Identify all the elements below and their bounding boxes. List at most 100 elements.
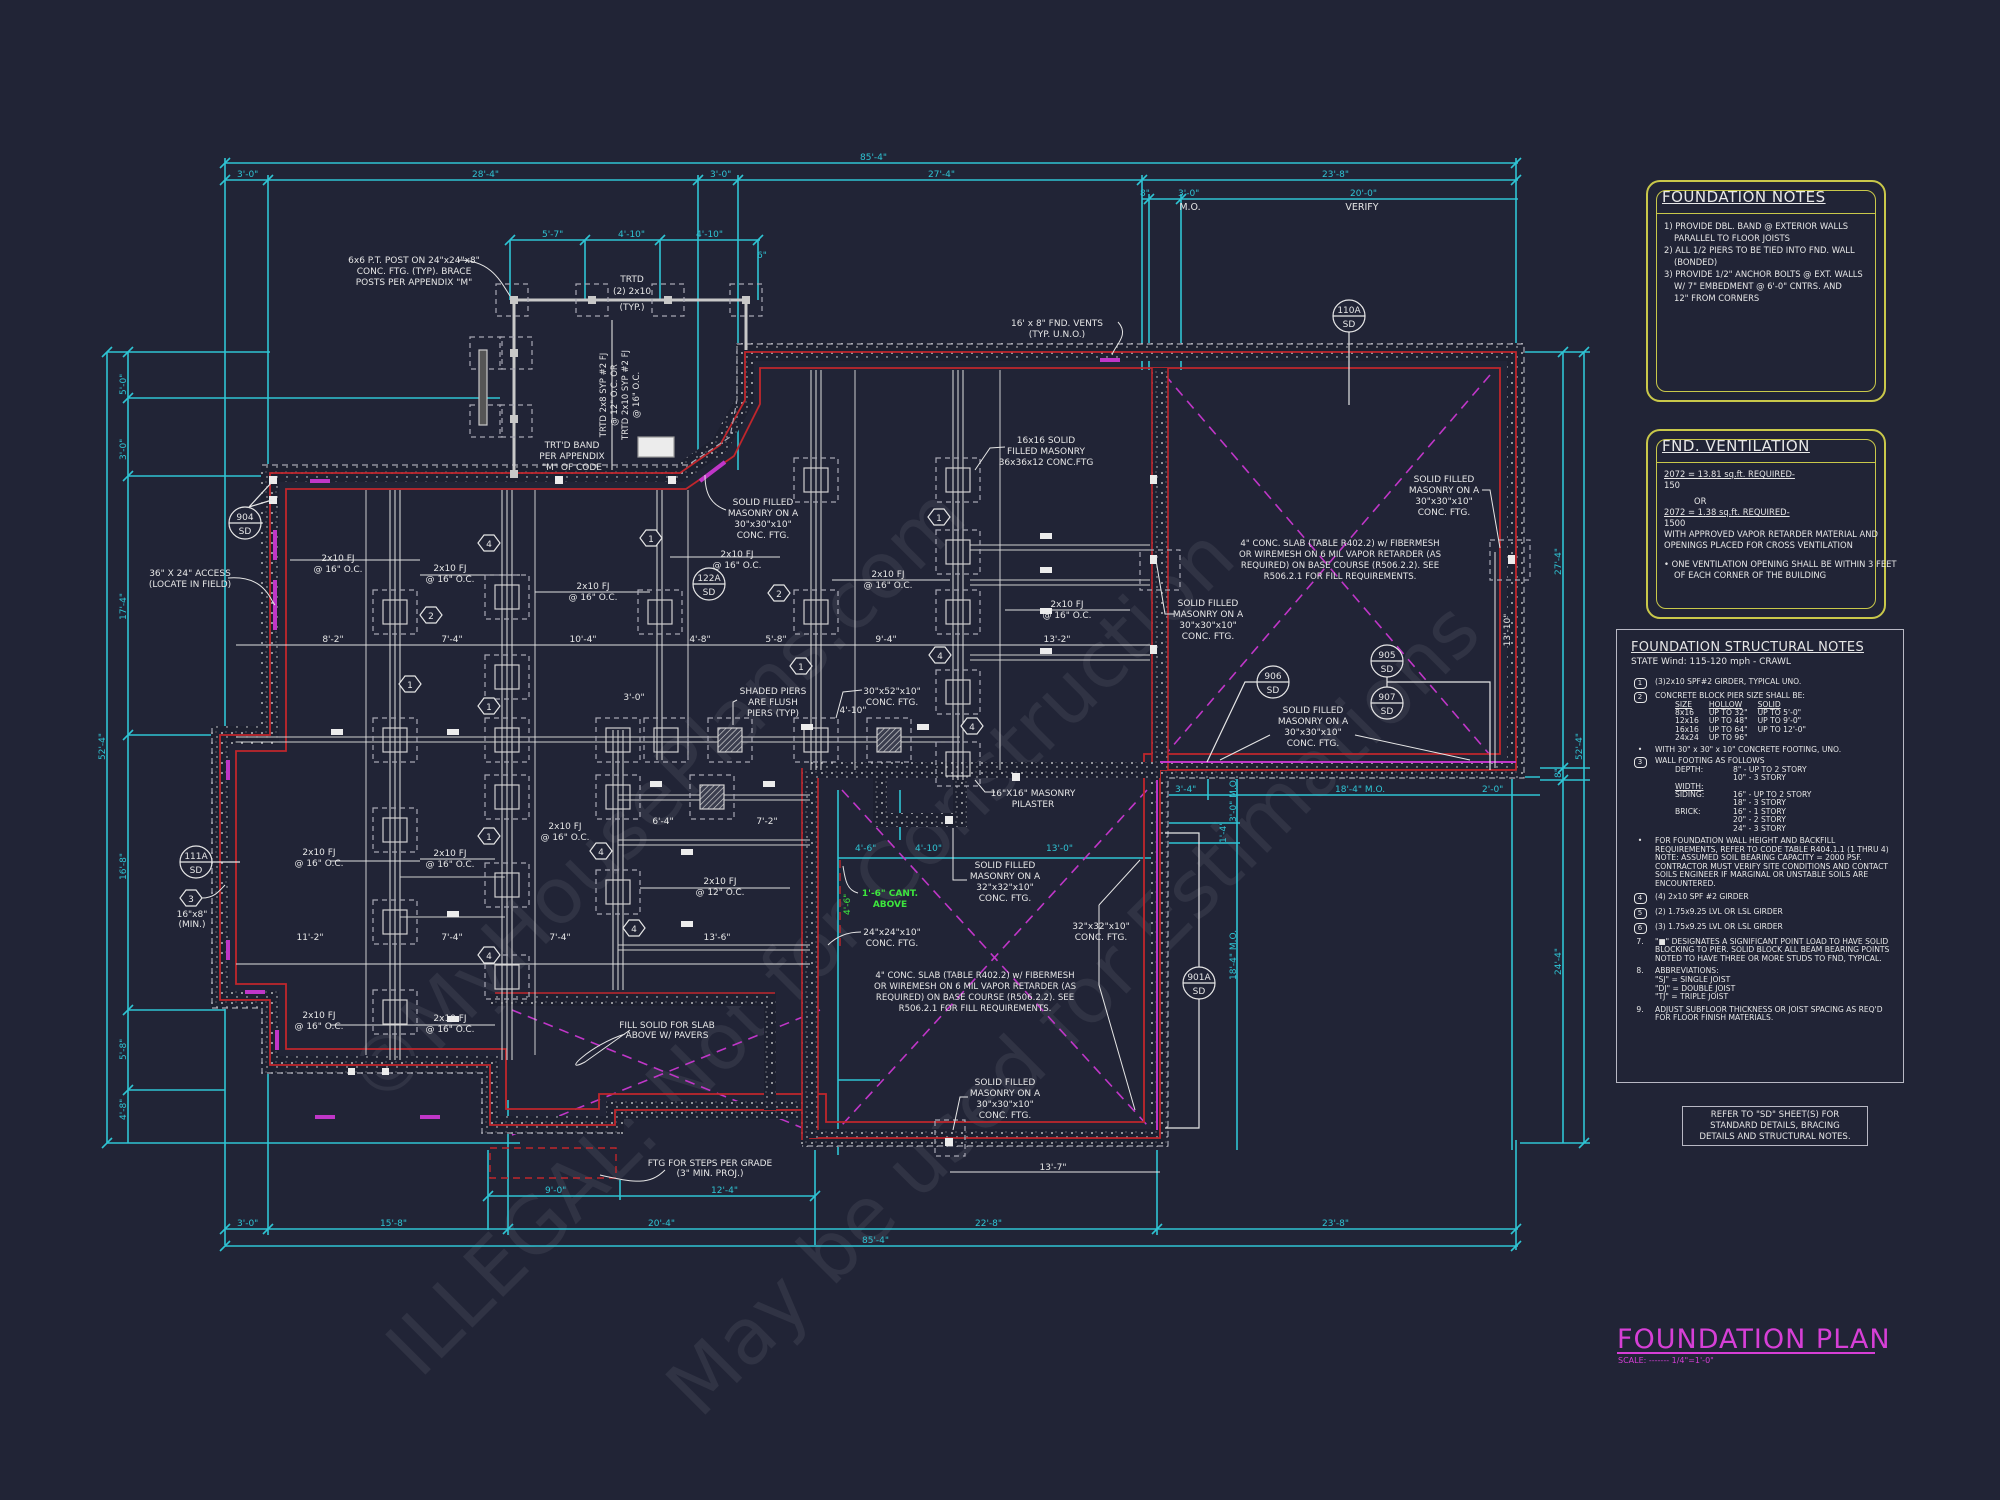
ventilation-line: OR xyxy=(1694,496,1707,506)
svg-text:@ 16" O.C.: @ 16" O.C. xyxy=(294,859,343,869)
svg-text:901A: 901A xyxy=(1187,973,1211,983)
note-text: CONCRETE BLOCK PIER SIZE SHALL BE: xyxy=(1655,691,1805,700)
svg-text:2: 2 xyxy=(428,612,434,622)
panel-inner-border xyxy=(1656,439,1876,609)
svg-text:16"X16" MASONRY: 16"X16" MASONRY xyxy=(991,789,1076,799)
table-cell: UP TO 48" xyxy=(1708,716,1748,726)
svg-text:2x10 FJ: 2x10 FJ xyxy=(703,877,736,887)
annotations: 6x6 P.T. POST ON 24"x24"x8"CONC. FTG. (T… xyxy=(149,202,1513,1182)
table-header: HOLLOW xyxy=(1708,699,1743,709)
svg-text:5'-0": 5'-0" xyxy=(119,374,129,395)
svg-text:4'-10": 4'-10" xyxy=(915,844,942,854)
svg-text:POSTS PER APPENDIX "M": POSTS PER APPENDIX "M" xyxy=(356,278,473,288)
svg-text:8": 8" xyxy=(1554,768,1564,778)
svg-text:4'-8": 4'-8" xyxy=(119,1099,129,1120)
table-row: 10" - 3 STORY xyxy=(1655,773,1821,782)
piers xyxy=(372,457,1531,1157)
panel-inner-border xyxy=(1656,190,1876,392)
svg-text:4: 4 xyxy=(486,952,492,962)
abbreviation: "TJ" = TRIPLE JOIST xyxy=(1655,992,1729,1002)
table-cell xyxy=(1655,816,1733,824)
wall-ftg-note: 16"x8"(MIN.) xyxy=(177,910,208,930)
svg-text:36" X 24" ACCESS: 36" X 24" ACCESS xyxy=(149,569,231,579)
ventilation-line: 1500 xyxy=(1664,518,1686,528)
note-text: FOR FOUNDATION WALL HEIGHT AND BACKFILL … xyxy=(1655,836,1889,889)
svg-text:22'-8": 22'-8" xyxy=(975,1219,1002,1229)
foundation-notes-body: 1) PROVIDE DBL. BAND @ EXTERIOR WALLS PA… xyxy=(1664,220,1870,304)
slab-diagonals xyxy=(511,374,1491,1136)
svg-text:8'-2": 8'-2" xyxy=(322,635,343,645)
svg-text:20'-4": 20'-4" xyxy=(648,1219,675,1229)
dimension-ticks xyxy=(101,157,1590,1252)
ventilation-line: 2072 = 1.38 sq.ft. REQUIRED- xyxy=(1664,507,1790,517)
table-cell: 16" - UP TO 2 STORY xyxy=(1733,790,1812,800)
svg-text:24"x24"x10": 24"x24"x10" xyxy=(863,928,920,938)
svg-text:2x10 FJ: 2x10 FJ xyxy=(576,582,609,592)
svg-text:@ 16" O.C.: @ 16" O.C. xyxy=(425,575,474,585)
svg-text:SD: SD xyxy=(1381,707,1394,717)
svg-text:28'-4": 28'-4" xyxy=(472,170,499,180)
svg-text:16' x 8" FND. VENTS: 16' x 8" FND. VENTS xyxy=(1011,319,1103,329)
svg-text:@ 16" O.C.: @ 16" O.C. xyxy=(863,581,912,591)
note-text: "■" DESIGNATES A SIGNIFICANT POINT LOAD … xyxy=(1655,936,1890,963)
ftg-32-note: 32"x32"x10"CONC. FTG. xyxy=(1072,922,1129,943)
ventilation-line: • ONE VENTILATION OPENING SHALL BE WITHI… xyxy=(1664,559,1897,569)
abbreviation: "SJ" = SINGLE JOIST xyxy=(1655,975,1731,984)
table-row: DEPTH:8" - UP TO 2 STORY xyxy=(1655,764,1821,774)
joist-labels: 2x10 FJ@ 16" O.C. 2x10 FJ@ 16" O.C. 2x10… xyxy=(294,550,1091,1035)
fnd-ventilation-body: 2072 = 13.81 sq.ft. REQUIRED- 150 OR 207… xyxy=(1664,469,1897,581)
hex-mark: 5 xyxy=(1633,907,1647,919)
table-cell: UP TO 5'-0" xyxy=(1757,708,1802,717)
dimension-lines xyxy=(106,158,1590,1250)
svg-text:@ 16" O.C.: @ 16" O.C. xyxy=(1042,611,1091,621)
note-number: 8. xyxy=(1636,966,1644,976)
svg-text:2x10 FJ: 2x10 FJ xyxy=(871,570,904,580)
svg-text:111A: 111A xyxy=(184,852,208,862)
svg-text:CONC. FTG.: CONC. FTG. xyxy=(979,1111,1031,1121)
svg-text:@ 16" O.C.: @ 16" O.C. xyxy=(425,1025,474,1035)
svg-text:85'-4": 85'-4" xyxy=(862,1236,889,1246)
svg-text:27'-4": 27'-4" xyxy=(1554,548,1564,575)
svg-text:13'-2": 13'-2" xyxy=(1043,635,1070,645)
svg-text:3'-0": 3'-0" xyxy=(623,693,644,703)
point-load-markers xyxy=(269,475,1515,1146)
svg-text:2x10 FJ: 2x10 FJ xyxy=(548,822,581,832)
svg-text:5'-7": 5'-7" xyxy=(542,230,563,240)
note-item-3: 3 WALL FOOTING AS FOLLOWS DEPTH:8" - UP … xyxy=(1625,757,1897,833)
svg-text:9'-4": 9'-4" xyxy=(875,635,896,645)
note-text: WALL FOOTING AS FOLLOWS xyxy=(1655,756,1765,766)
svg-text:SHADED PIERS: SHADED PIERS xyxy=(740,687,807,697)
table-cell: WIDTH: xyxy=(1675,781,1704,791)
svg-text:SD: SD xyxy=(1267,686,1280,696)
svg-text:32"x32"x10": 32"x32"x10" xyxy=(976,883,1033,893)
svg-text:5'-8": 5'-8" xyxy=(119,1039,129,1060)
svg-text:M.O.: M.O. xyxy=(1179,202,1200,213)
svg-text:@ 12" O.C.: @ 12" O.C. xyxy=(695,888,744,898)
note-line: 3) PROVIDE 1/2" ANCHOR BOLTS @ EXT. WALL… xyxy=(1664,269,1863,279)
dimension-labels: 85'-4" 3'-0" 28'-4" 3'-0" 27'-4" 23'-8" … xyxy=(98,153,1585,1246)
note-text: ABBREVIATIONS: xyxy=(1655,966,1719,976)
svg-text:4" CONC. SLAB (TABLE R402.2) w: 4" CONC. SLAB (TABLE R402.2) w/ FIBERMES… xyxy=(875,971,1074,981)
note-item-wall-height: • FOR FOUNDATION WALL HEIGHT AND BACKFIL… xyxy=(1625,836,1897,889)
svg-text:TRT'D BAND: TRT'D BAND xyxy=(544,441,600,451)
watermark: ©MyHousePlans.com ILLEGAL: Not for Const… xyxy=(330,470,1498,1433)
svg-text:16x16 SOLID: 16x16 SOLID xyxy=(1017,436,1076,446)
girder-tags: 4 2 1 2 1 1 1 1 4 4 1 4 4 4 3 xyxy=(179,508,984,964)
svg-text:3'-0": 3'-0" xyxy=(710,170,731,180)
svg-text:3'-0": 3'-0" xyxy=(119,439,129,460)
drawing-title: FOUNDATION PLAN xyxy=(1617,1324,1891,1355)
table-cell: UP TO 9'-0" xyxy=(1757,716,1802,726)
table-cell: DEPTH: xyxy=(1675,764,1704,774)
ventilation-line: OPENINGS PLACED FOR CROSS VENTILATION xyxy=(1664,540,1853,550)
svg-text:@ 16" O.C.: @ 16" O.C. xyxy=(294,1022,343,1032)
svg-text:PILASTER: PILASTER xyxy=(1012,800,1055,810)
svg-text:1: 1 xyxy=(798,663,804,673)
svg-text:CONC. FTG.: CONC. FTG. xyxy=(1075,933,1127,943)
